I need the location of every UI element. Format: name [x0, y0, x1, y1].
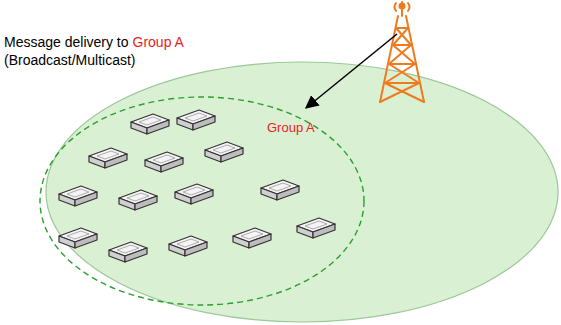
- base-station-tower: [380, 2, 424, 102]
- device-icon: [109, 242, 147, 262]
- device-icon: [89, 148, 127, 168]
- device-icon: [175, 184, 213, 204]
- device-icon: [205, 142, 243, 162]
- group-label: Group A: [267, 120, 315, 135]
- device-icon: [177, 110, 215, 130]
- delivery-arrow: [306, 34, 397, 108]
- device-icon: [233, 228, 271, 248]
- device-icon: [119, 190, 157, 210]
- device-icon: [131, 114, 169, 134]
- device-icon: [59, 186, 97, 206]
- device-icon: [297, 218, 335, 238]
- device-group: [59, 110, 335, 262]
- caption-line: Message delivery toGroup A: [4, 34, 184, 50]
- device-icon: [261, 180, 299, 200]
- coverage-area: [46, 62, 558, 322]
- device-icon: [59, 228, 97, 248]
- device-icon: [169, 236, 207, 256]
- caption-line: (Broadcast/Multicast): [4, 52, 135, 68]
- caption-text: Message delivery to: [4, 34, 129, 50]
- device-icon: [145, 152, 183, 172]
- caption-text: (Broadcast/Multicast): [4, 52, 135, 68]
- group-outline: [39, 96, 365, 306]
- group-ellipse: Group A: [39, 96, 365, 306]
- group-name: Group A: [133, 34, 184, 50]
